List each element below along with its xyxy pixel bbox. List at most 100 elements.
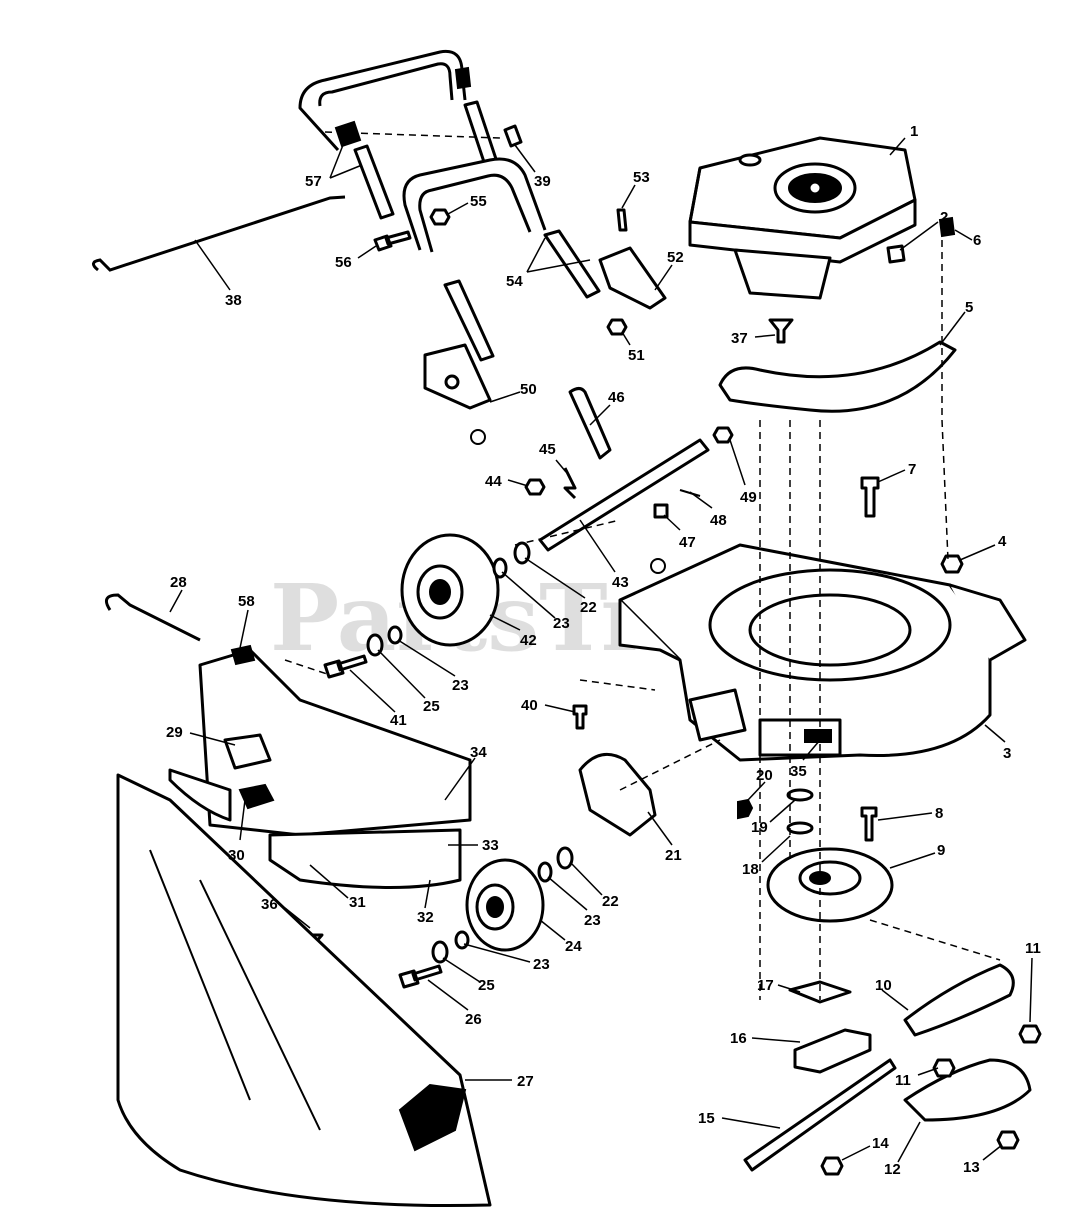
engine <box>688 136 917 300</box>
callout-14: 14 <box>872 1135 889 1152</box>
callout-39: 39 <box>534 173 551 190</box>
callout-26: 26 <box>465 1011 482 1028</box>
callout-25-b: 25 <box>478 977 495 994</box>
bolt-7 <box>860 476 880 518</box>
callout-38: 38 <box>225 292 242 309</box>
discharge-chute <box>168 648 472 889</box>
wing-nut-37 <box>768 318 794 344</box>
callout-37: 37 <box>731 330 748 347</box>
callout-58: 58 <box>238 593 255 610</box>
callout-32: 32 <box>417 909 434 926</box>
handle-bracket <box>423 343 492 410</box>
bolt-56 <box>373 230 412 252</box>
callout-10: 10 <box>875 977 892 994</box>
callout-41: 41 <box>390 712 407 729</box>
mower-deck <box>618 543 1027 762</box>
callout-9: 9 <box>937 842 945 859</box>
callout-6: 6 <box>973 232 981 249</box>
callout-36: 36 <box>261 896 278 913</box>
upper-handle <box>298 49 472 152</box>
callout-13: 13 <box>963 1159 980 1176</box>
callout-34: 34 <box>470 744 487 761</box>
rod-28 <box>104 593 201 642</box>
nut-14 <box>820 1156 844 1176</box>
callout-55: 55 <box>470 193 487 210</box>
callout-12: 12 <box>884 1161 901 1178</box>
callout-28: 28 <box>170 574 187 591</box>
bracket-hole <box>444 374 460 390</box>
callouts: 1 2 3 4 5 6 7 8 9 10 11 11 12 <box>166 123 1041 1178</box>
callout-29: 29 <box>166 724 183 741</box>
callout-57: 57 <box>305 173 322 190</box>
blade-bracket-16 <box>793 1028 872 1074</box>
axle-bolt-41 <box>323 654 368 679</box>
callout-50: 50 <box>520 381 537 398</box>
callout-40: 40 <box>521 697 538 714</box>
axle-bolt-26 <box>398 964 443 989</box>
nut-44 <box>524 478 546 496</box>
control-rod <box>92 195 346 272</box>
callout-20: 20 <box>756 767 773 784</box>
callout-15: 15 <box>698 1110 715 1127</box>
callout-4: 4 <box>998 533 1007 550</box>
wheel-bracket <box>578 752 657 837</box>
reference-marks <box>470 429 666 574</box>
callout-51: 51 <box>628 347 645 364</box>
grass-bag <box>116 773 492 1208</box>
bolt-40 <box>572 704 588 730</box>
nut-11b <box>932 1058 956 1078</box>
blade-adapter <box>766 847 894 923</box>
front-wheel <box>400 533 500 647</box>
callout-5: 5 <box>965 299 973 316</box>
callout-22-a: 22 <box>580 599 597 616</box>
callout-3: 3 <box>1003 745 1011 762</box>
callout-25-a: 25 <box>423 698 440 715</box>
callout-43: 43 <box>612 574 629 591</box>
nut-4 <box>940 554 964 574</box>
blade-support-17 <box>788 980 852 1004</box>
callout-30: 30 <box>228 847 245 864</box>
handle-bracket-right <box>598 246 667 310</box>
callout-23-c: 23 <box>584 912 601 929</box>
nut-55 <box>429 208 451 226</box>
nut-49 <box>712 426 734 444</box>
callout-44: 44 <box>485 473 502 490</box>
callout-19: 19 <box>751 819 768 836</box>
rear-wheel <box>465 858 545 952</box>
callout-27: 27 <box>517 1073 534 1090</box>
key-18 <box>786 821 814 835</box>
adjuster-lever <box>568 387 612 460</box>
nut-13 <box>996 1130 1020 1150</box>
pin-48 <box>679 489 701 497</box>
blade-guard-10 <box>903 963 1015 1037</box>
lower-handle <box>402 157 601 362</box>
bolt-8 <box>860 806 878 842</box>
callout-45: 45 <box>539 441 556 458</box>
nut-51 <box>606 318 628 336</box>
callout-46: 46 <box>608 389 625 406</box>
baffle <box>718 340 957 413</box>
callout-22-b: 22 <box>602 893 619 910</box>
nut-11a <box>1018 1024 1042 1044</box>
assembly-lines <box>284 131 1001 1000</box>
callout-8: 8 <box>935 805 943 822</box>
callout-53: 53 <box>633 169 650 186</box>
callout-35: 35 <box>790 763 807 780</box>
callout-33: 33 <box>482 837 499 854</box>
callout-11-b: 11 <box>895 1072 911 1089</box>
callout-49: 49 <box>740 489 757 506</box>
callout-18: 18 <box>742 861 759 878</box>
callout-23-a: 23 <box>553 615 570 632</box>
callout-23-b: 23 <box>452 677 469 694</box>
clip-39 <box>503 124 523 148</box>
blade-guard-12 <box>903 1058 1032 1122</box>
callout-52: 52 <box>667 249 684 266</box>
callout-1: 1 <box>910 123 918 140</box>
callout-42: 42 <box>520 632 537 649</box>
callout-7: 7 <box>908 461 916 478</box>
pin-53 <box>616 208 628 232</box>
clip-58 <box>230 644 256 666</box>
callout-2: 2 <box>940 209 948 226</box>
callout-17: 17 <box>757 977 774 994</box>
